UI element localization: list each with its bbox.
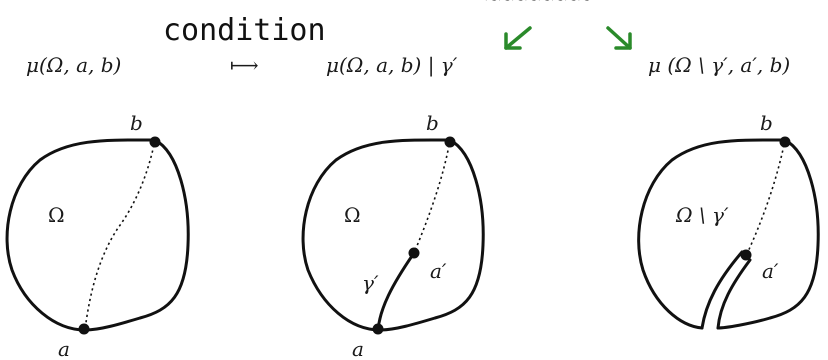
label-b-1: b: [130, 111, 143, 135]
domain-boundary-2: [301, 138, 485, 332]
label-gamma-2: γ′: [362, 271, 379, 295]
point-b-3: [779, 136, 791, 148]
point-a-2: [372, 323, 384, 335]
point-b-2: [444, 136, 456, 148]
handwritten-partial-label: ~~~~~~~~: [485, 0, 591, 12]
point-b-1: [149, 136, 161, 148]
panel-2: b a Ω γ′ a′: [301, 111, 485, 360]
point-a-prime-2: [408, 247, 420, 259]
label-omega-minus-gamma-3: Ω \ γ′: [675, 203, 729, 227]
slit-edge-left-3: [700, 250, 744, 330]
formula-left: μ(Ω, a, b): [26, 53, 121, 77]
dotted-path-1: [84, 139, 156, 331]
panel-1: b a Ω: [5, 111, 190, 360]
label-omega-1: Ω: [48, 203, 65, 227]
label-a-prime-3: a′: [762, 259, 779, 283]
slit-edge-right-3: [716, 258, 752, 330]
label-b-2: b: [426, 111, 439, 135]
green-arrow-left-icon: [504, 26, 532, 50]
point-a-1: [78, 323, 90, 335]
point-a-prime-3: [740, 249, 752, 261]
formula-middle: μ(Ω, a, b) | γ′: [326, 53, 458, 78]
domain-boundary-1: [5, 138, 190, 332]
handwritten-condition-label: condition: [163, 13, 326, 48]
maps-to-arrow: ⟼: [230, 53, 259, 77]
domain-boundary-3: [637, 138, 820, 330]
label-a-2: a: [352, 337, 364, 360]
panel-3: b Ω \ γ′ a′: [637, 111, 820, 330]
label-a-prime-2: a′: [430, 259, 447, 283]
label-omega-2: Ω: [344, 203, 361, 227]
formula-right: μ (Ω \ γ′, a′, b): [648, 53, 790, 77]
dotted-path-3: [745, 139, 786, 257]
green-arrow-right-icon: [606, 26, 632, 50]
label-a-1: a: [58, 337, 70, 360]
curve-gamma-2: [376, 251, 416, 332]
dotted-path-2: [413, 139, 451, 254]
label-b-3: b: [760, 111, 773, 135]
